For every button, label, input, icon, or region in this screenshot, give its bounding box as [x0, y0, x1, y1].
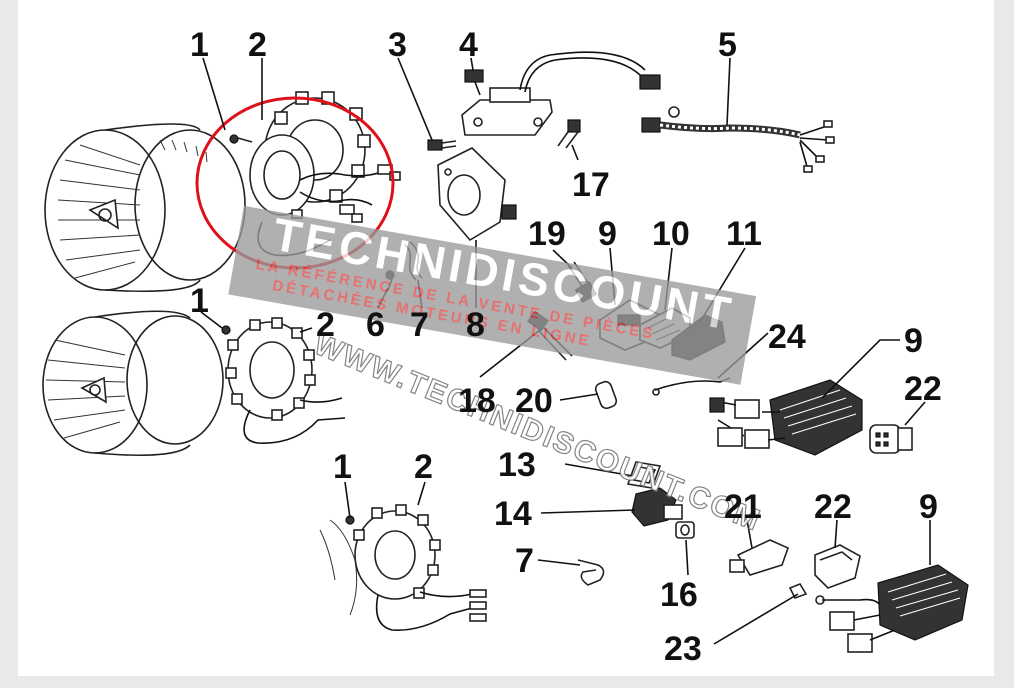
callout-23: 23 — [664, 630, 702, 668]
part-gasket-13 — [626, 461, 662, 489]
callout-labels: 1 2 3 4 5 17 19 9 10 11 6 7 8 1 2 24 9 2… — [190, 26, 942, 668]
callout-7-lower: 7 — [515, 542, 534, 580]
watermark-band — [228, 205, 757, 385]
part-wire-24 — [652, 377, 731, 396]
callout-22-upper: 22 — [904, 370, 942, 408]
stator-lower — [319, 504, 487, 631]
callout-5: 5 — [718, 26, 737, 64]
part-clip-7-lower — [577, 559, 605, 586]
callout-14: 14 — [494, 495, 532, 533]
flywheel-upper — [44, 123, 246, 293]
callout-1-middle: 1 — [190, 282, 209, 320]
part-connector-22-upper — [869, 424, 913, 454]
part-connector-21 — [729, 539, 790, 576]
stator-upper — [229, 91, 401, 257]
part-regulator-9-middle — [709, 379, 863, 456]
callout-22-lower: 22 — [814, 488, 852, 526]
callout-9-upper: 9 — [598, 215, 617, 253]
callout-18: 18 — [458, 382, 496, 420]
part-regulator-9-lower — [815, 564, 969, 653]
callout-13: 13 — [498, 446, 536, 484]
flywheel-middle — [42, 310, 224, 457]
callout-1-upper: 1 — [190, 26, 209, 64]
callout-4: 4 — [459, 26, 478, 64]
callout-3: 3 — [388, 26, 407, 64]
callout-11: 11 — [726, 215, 762, 253]
part-harness-5 — [639, 74, 835, 173]
stator-middle — [221, 317, 346, 444]
callout-6: 6 — [366, 306, 385, 344]
callout-21: 21 — [724, 488, 762, 526]
callout-16: 16 — [660, 576, 698, 614]
part-nut-16 — [675, 521, 695, 539]
part-switch-14 — [631, 487, 683, 527]
callout-7-upper: 7 — [410, 306, 429, 344]
callout-9-middle: 9 — [904, 322, 923, 360]
part-terminal-23 — [788, 583, 808, 599]
callout-8: 8 — [466, 306, 485, 344]
part-plate-8 — [437, 147, 517, 242]
callout-9-lower: 9 — [919, 488, 938, 526]
callout-10: 10 — [652, 215, 690, 253]
callout-20: 20 — [515, 382, 553, 420]
callout-2-middle: 2 — [316, 306, 335, 344]
callout-1-lower: 1 — [333, 448, 352, 486]
part-screw-3 — [427, 139, 457, 151]
callout-19: 19 — [528, 215, 566, 253]
part-pickup-4 — [461, 51, 646, 136]
part-screw-17 — [557, 119, 581, 149]
part-connector-22-lower — [814, 544, 861, 589]
callout-17: 17 — [572, 166, 610, 204]
callout-2-upper: 2 — [248, 26, 267, 64]
callout-24: 24 — [768, 318, 806, 356]
callout-2-lower: 2 — [414, 448, 433, 486]
part-sleeve-20 — [594, 380, 618, 410]
